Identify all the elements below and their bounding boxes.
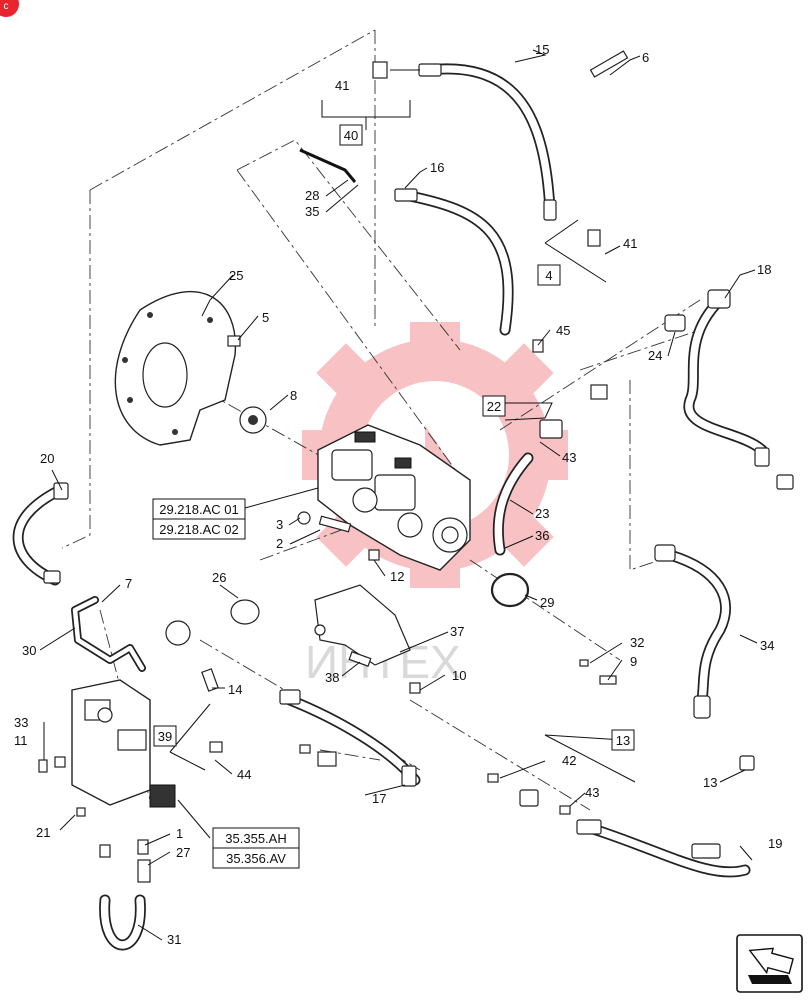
svg-text:17: 17 — [372, 791, 386, 806]
section-ref-29-218: 29.218.AC 01 29.218.AC 02 — [152, 498, 246, 540]
svg-text:23: 23 — [535, 506, 549, 521]
svg-text:26: 26 — [212, 570, 226, 585]
ref-35-355-ah: 35.355.AH — [225, 831, 286, 846]
svg-text:11: 11 — [14, 733, 28, 748]
boxed-ref-40: 40 — [339, 124, 363, 146]
svg-text:16: 16 — [430, 160, 444, 175]
boxed-ref-4: 4 — [537, 264, 561, 286]
tube-30 — [71, 596, 146, 672]
svg-text:40: 40 — [344, 128, 358, 143]
svg-text:35: 35 — [305, 204, 319, 219]
hose-18 — [683, 289, 794, 490]
hose-16 — [394, 188, 514, 336]
svg-text:31: 31 — [167, 932, 181, 947]
svg-text:41: 41 — [335, 78, 349, 93]
svg-text:7: 7 — [125, 576, 132, 591]
svg-text:38: 38 — [325, 670, 339, 685]
svg-text:3: 3 — [276, 517, 283, 532]
svg-text:12: 12 — [390, 569, 404, 584]
svg-text:10: 10 — [452, 668, 466, 683]
leader-lines — [39, 49, 758, 941]
svg-text:41: 41 — [623, 236, 637, 251]
svg-text:32: 32 — [630, 635, 644, 650]
page-nav-arrow-icon[interactable] — [736, 934, 803, 993]
section-ref-35-355: 35.355.AH 35.356.AV — [212, 827, 300, 869]
corner-mark: c — [4, 1, 9, 12]
boxed-ref-22: 22 — [482, 395, 506, 417]
hose-15 — [418, 63, 557, 221]
valve-block — [71, 679, 176, 808]
hose-19 — [576, 819, 751, 878]
boxed-ref-13: 13 — [611, 729, 635, 751]
svg-text:14: 14 — [228, 682, 242, 697]
svg-text:6: 6 — [642, 50, 649, 65]
svg-text:44: 44 — [237, 767, 251, 782]
tube-28 — [299, 148, 357, 183]
ref-35-356-av: 35.356.AV — [226, 851, 286, 866]
svg-text:8: 8 — [290, 388, 297, 403]
svg-text:21: 21 — [36, 825, 50, 840]
svg-text:1: 1 — [176, 826, 183, 841]
svg-text:43: 43 — [585, 785, 599, 800]
svg-text:18: 18 — [757, 262, 771, 277]
pump-assembly — [317, 424, 471, 571]
hose-31 — [99, 894, 146, 951]
coupling — [239, 406, 267, 434]
mounting-bracket — [314, 584, 411, 666]
svg-text:22: 22 — [487, 399, 501, 414]
svg-text:13: 13 — [616, 733, 630, 748]
hose-34 — [654, 544, 731, 719]
bracket-lines — [169, 100, 636, 783]
svg-text:42: 42 — [562, 753, 576, 768]
small-parts — [38, 50, 755, 883]
svg-text:33: 33 — [14, 715, 28, 730]
svg-text:19: 19 — [768, 836, 782, 851]
svg-text:13: 13 — [703, 775, 717, 790]
ref-29-218-ac-02: 29.218.AC 02 — [159, 522, 239, 537]
svg-text:34: 34 — [760, 638, 774, 653]
svg-text:36: 36 — [535, 528, 549, 543]
svg-text:20: 20 — [40, 451, 54, 466]
svg-text:29: 29 — [540, 595, 554, 610]
svg-text:39: 39 — [158, 729, 172, 744]
svg-text:27: 27 — [176, 845, 190, 860]
ref-29-218-ac-01: 29.218.AC 01 — [159, 502, 239, 517]
svg-text:9: 9 — [630, 654, 637, 669]
svg-text:15: 15 — [535, 42, 549, 57]
svg-text:28: 28 — [305, 188, 319, 203]
boxed-ref-39: 39 — [153, 725, 177, 747]
hose-23 — [492, 452, 534, 556]
svg-text:5: 5 — [262, 310, 269, 325]
hose-20 — [12, 482, 69, 586]
callout-labels: 41 15 6 16 28 35 41 18 25 5 45 24 8 43 2… — [14, 42, 782, 947]
svg-text:25: 25 — [229, 268, 243, 283]
corner-badge: c — [0, 0, 19, 17]
svg-text:2: 2 — [276, 536, 283, 551]
svg-text:45: 45 — [556, 323, 570, 338]
flywheel-housing — [114, 291, 237, 446]
svg-text:4: 4 — [545, 268, 552, 283]
svg-text:37: 37 — [450, 624, 464, 639]
svg-text:43: 43 — [562, 450, 576, 465]
svg-text:30: 30 — [22, 643, 36, 658]
svg-text:24: 24 — [648, 348, 662, 363]
hose-17 — [279, 689, 421, 787]
